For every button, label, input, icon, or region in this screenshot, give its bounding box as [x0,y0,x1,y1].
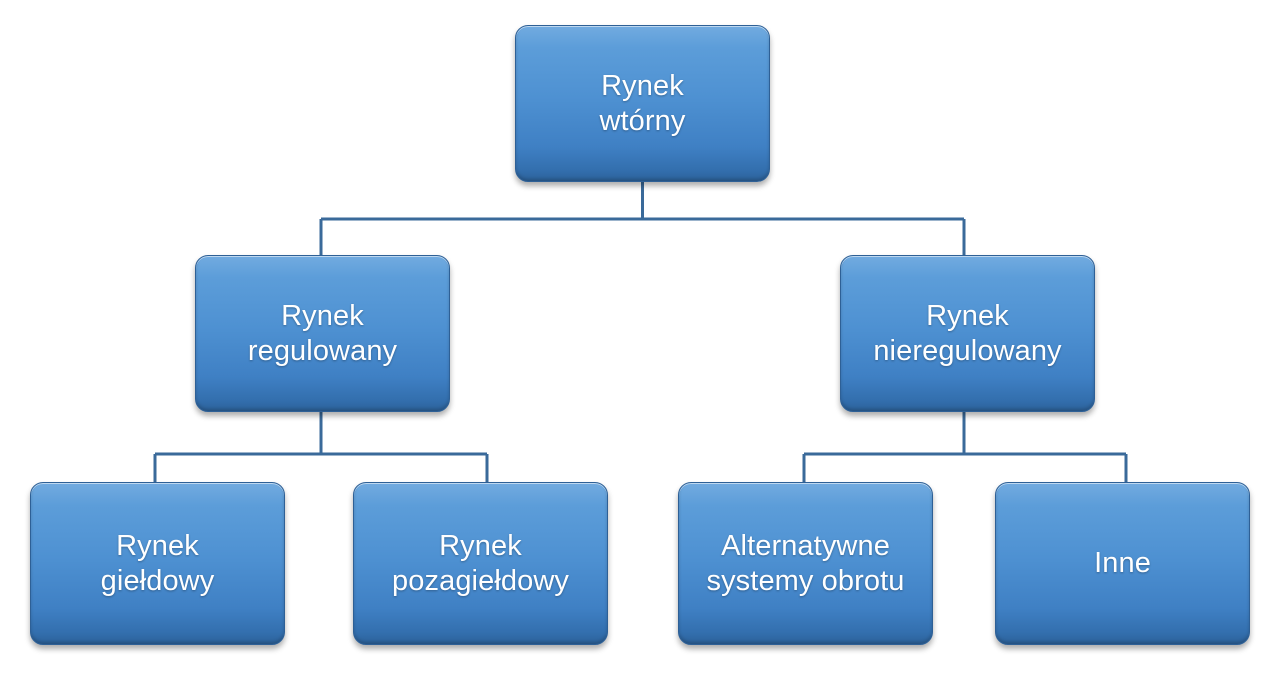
connector-regulowany-to-children [153,412,489,482]
node-label: Rynek giełdowy [100,530,215,597]
node-label: Rynek wtórny [599,70,686,137]
connector-nieregulowany-to-children [802,412,1128,482]
node-label: Rynek nieregulowany [873,300,1062,367]
node-inne[interactable]: Inne [995,482,1250,645]
node-rynek-gieldowy[interactable]: Rynek giełdowy [30,482,285,645]
node-label: Alternatywne systemy obrotu [706,530,905,597]
node-rynek-nieregulowany[interactable]: Rynek nieregulowany [840,255,1095,412]
node-rynek-pozagieldowy[interactable]: Rynek pozagiełdowy [353,482,608,645]
connector-root-to-level2 [319,182,966,255]
node-alternatywne-systemy-obrotu[interactable]: Alternatywne systemy obrotu [678,482,933,645]
node-rynek-regulowany[interactable]: Rynek regulowany [195,255,450,412]
node-label: Rynek pozagiełdowy [392,530,569,597]
node-rynek-wtorny[interactable]: Rynek wtórny [515,25,770,182]
node-label: Rynek regulowany [247,300,398,367]
node-label: Inne [1094,547,1151,580]
